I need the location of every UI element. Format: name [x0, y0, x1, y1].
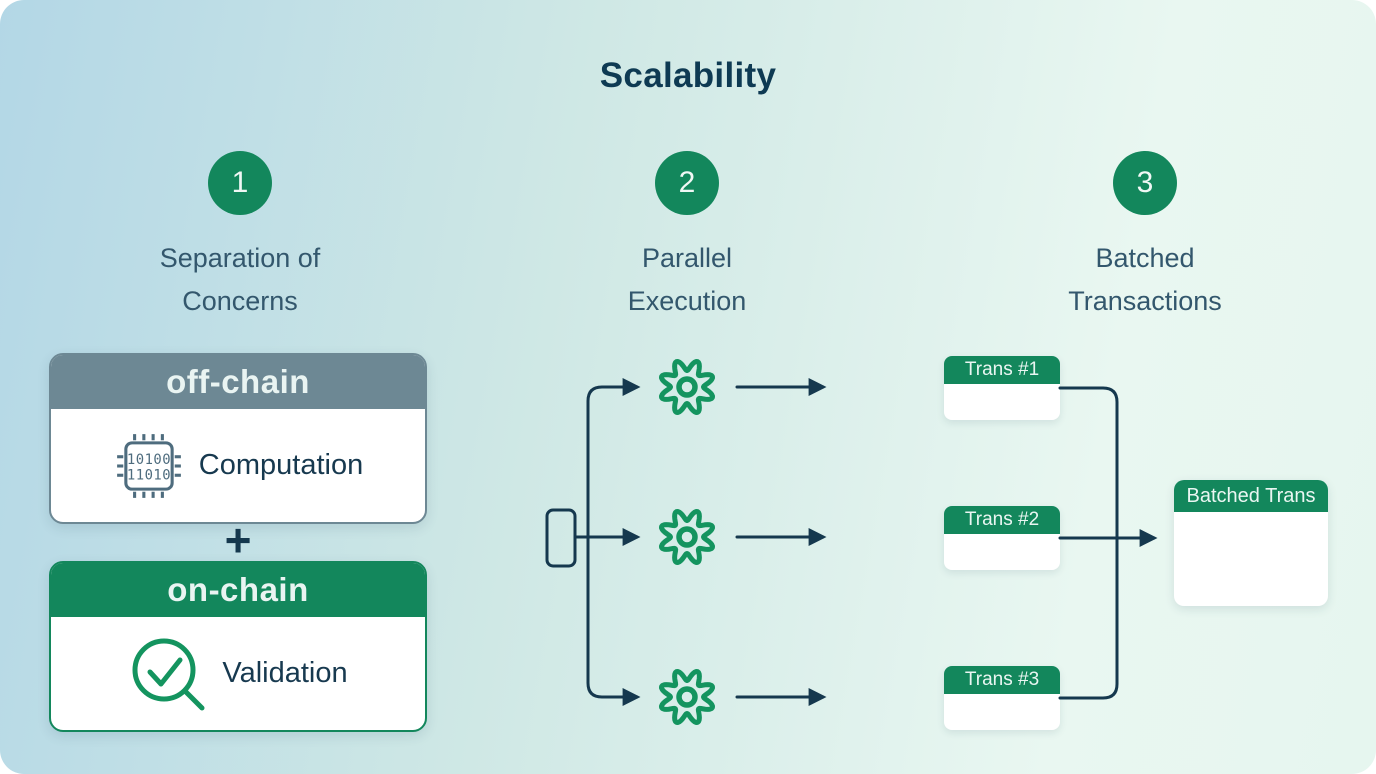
- chip-binary-line-2: 11010: [127, 467, 171, 483]
- gear-icon: [659, 509, 715, 565]
- parallel-execution-diagram: [545, 359, 827, 725]
- batched-trans-header: Batched Trans: [1174, 480, 1328, 512]
- on-chain-header: on-chain: [51, 563, 425, 617]
- trans-card-header: Trans #1: [944, 356, 1060, 384]
- on-chain-box: on-chain Validation: [49, 561, 427, 732]
- step-number: 3: [1136, 166, 1154, 199]
- step-header-2: 2 Parallel Execution: [527, 151, 847, 323]
- step-label-parallel: Parallel Execution: [627, 243, 747, 317]
- step-number: 1: [231, 166, 249, 199]
- trans-card-2: Trans #2: [944, 506, 1060, 570]
- step-header-3: 3 Batched Transactions: [985, 151, 1305, 323]
- trans-card-header: Trans #3: [944, 666, 1060, 694]
- gear-icon: [659, 669, 715, 725]
- step-number-badge-3: 3: [1113, 151, 1177, 215]
- validation-label: Validation: [222, 657, 348, 689]
- chip-binary-line-1: 10100: [127, 451, 171, 467]
- trans-card-header: Trans #2: [944, 506, 1060, 534]
- page-title: Scalability: [599, 56, 777, 95]
- off-chain-header: off-chain: [51, 355, 425, 409]
- step-number: 2: [678, 166, 696, 199]
- off-chain-box: off-chain 10100 11010 Co: [49, 353, 427, 524]
- magnifier-check-icon: [132, 638, 205, 710]
- batched-trans-card: Batched Trans: [1174, 480, 1328, 606]
- trans-card-1: Trans #1: [944, 356, 1060, 420]
- gear-icon: [659, 359, 715, 415]
- merge-line: [1058, 386, 1119, 700]
- trans-card-3: Trans #3: [944, 666, 1060, 730]
- batch-merge-diagram: [1058, 386, 1158, 700]
- input-queue-box: [545, 508, 577, 568]
- chip-icon: 10100 11010: [116, 433, 181, 498]
- computation-label: Computation: [198, 449, 364, 481]
- branch-line: [586, 378, 641, 706]
- step-label-batched: Batched Transactions: [1068, 243, 1222, 317]
- step-number-badge-2: 2: [655, 151, 719, 215]
- on-chain-body: Validation: [51, 617, 425, 730]
- step-number-badge-1: 1: [208, 151, 272, 215]
- off-chain-body: 10100 11010 Computation: [51, 409, 425, 522]
- plus-sign: +: [224, 514, 252, 566]
- step-header-1: 1 Separation of Concerns: [80, 151, 400, 323]
- step-label-separation: Separation of Concerns: [159, 243, 321, 317]
